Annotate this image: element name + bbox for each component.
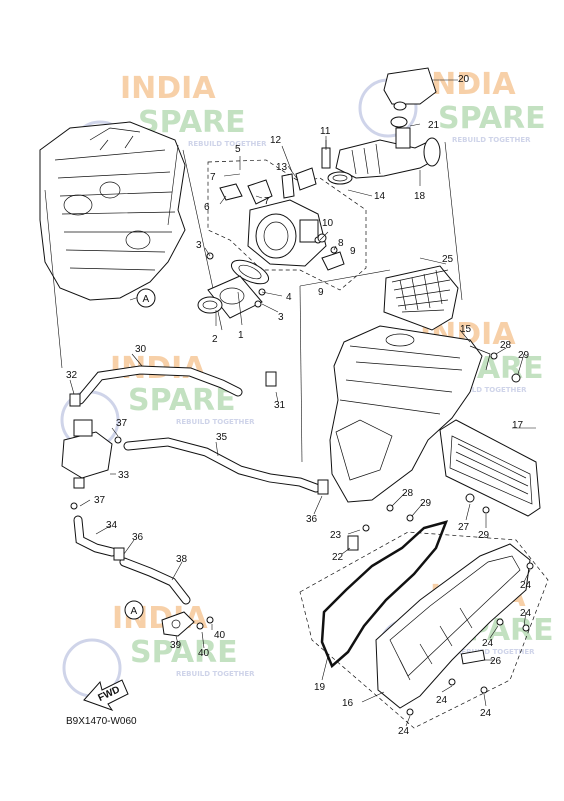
callout-1: 1 (238, 330, 244, 341)
callout-24: 24 (436, 695, 448, 706)
watermark-brand-line2: SPARE (130, 635, 238, 670)
watermark-tagline: REBUILD TOGETHER (176, 418, 255, 426)
callout-labels: 1 2 3 3 4 5 6 7 7 8 9 9 10 11 12 13 14 1… (66, 74, 532, 737)
callout-27: 27 (458, 522, 470, 533)
watermark-brand-line1: INDIA (420, 67, 516, 102)
callout-37: 37 (116, 418, 128, 429)
throttle-body-drawing (219, 179, 345, 271)
callout-9: 9 (350, 246, 356, 257)
callout-19: 19 (314, 682, 326, 693)
watermark-top-right: INDIA SPARE REBUILD TOGETHER (420, 67, 546, 144)
callout-36: 36 (132, 532, 144, 543)
ref-marker-label: A (143, 294, 150, 305)
intake-duct-drawing (327, 67, 441, 185)
watermark-tagline: REBUILD TOGETHER (188, 140, 267, 148)
watermark-tagline: REBUILD TOGETHER (176, 670, 255, 678)
lower-case-drawing (375, 543, 531, 709)
callout-34: 34 (106, 520, 118, 531)
callout-4: 4 (286, 292, 292, 303)
callout-32: 32 (66, 370, 78, 381)
callout-24: 24 (398, 726, 410, 737)
callout-25: 25 (442, 254, 454, 265)
breather-hose-drawing (69, 365, 329, 605)
callout-40: 40 (198, 648, 210, 659)
callout-36: 36 (306, 514, 318, 525)
callout-3: 3 (278, 312, 284, 323)
callout-12: 12 (270, 135, 282, 146)
watermark-tagline: REBUILD TOGETHER (456, 648, 535, 656)
callout-39: 39 (170, 640, 182, 651)
callout-23: 23 (330, 530, 342, 541)
callout-10: 10 (322, 218, 334, 229)
filter-cover-plate-drawing (439, 419, 541, 517)
bracket-drawing (161, 611, 214, 637)
callout-24: 24 (480, 708, 492, 719)
watermark-brand-line2: SPARE (128, 383, 236, 418)
cylinder-head-drawing (39, 121, 186, 301)
seal-drawing (320, 520, 449, 669)
air-valve-drawing (61, 419, 122, 510)
callout-20: 20 (458, 74, 470, 85)
callout-40: 40 (214, 630, 226, 641)
ref-marker-a-bottom: A (124, 600, 144, 620)
sensor-parts-drawing (281, 140, 331, 243)
callout-33: 33 (118, 470, 130, 481)
air-filter-element-drawing (383, 265, 459, 331)
watermark-tagline: REBUILD TOGETHER (452, 136, 531, 144)
ref-marker-label: A (131, 606, 138, 617)
callout-29: 29 (478, 530, 490, 541)
diagram-code: B9X1470-W060 (66, 716, 137, 727)
callout-28: 28 (402, 488, 414, 499)
watermark-tagline: REBUILD TOGETHER (448, 386, 527, 394)
callout-9: 9 (318, 287, 324, 298)
callout-11: 11 (320, 126, 331, 137)
callout-8: 8 (338, 238, 344, 249)
callout-38: 38 (176, 554, 188, 565)
callout-16: 16 (342, 698, 354, 709)
case-group-outline (299, 531, 549, 729)
callout-17: 17 (512, 420, 524, 431)
fasteners-drawing (347, 352, 534, 716)
callout-5: 5 (235, 144, 241, 155)
callout-21: 21 (428, 120, 440, 131)
callout-29: 29 (518, 350, 530, 361)
throttle-group-outline (207, 159, 367, 291)
watermark-brand-line2: SPARE (438, 101, 546, 136)
callout-30: 30 (135, 344, 147, 355)
callout-29: 29 (420, 498, 432, 509)
callout-37: 37 (94, 495, 106, 506)
leader-lines (69, 79, 536, 727)
callout-7: 7 (264, 196, 270, 207)
callout-24: 24 (520, 608, 532, 619)
callout-14: 14 (374, 191, 386, 202)
watermark-top: INDIA SPARE REBUILD TOGETHER (120, 71, 267, 148)
watermark-brand-line1: INDIA (120, 71, 216, 106)
intake-joint-drawing (197, 252, 270, 319)
callout-18: 18 (414, 191, 426, 202)
callout-6: 6 (204, 202, 210, 213)
callout-28: 28 (500, 340, 512, 351)
callout-15: 15 (460, 324, 472, 335)
callout-22: 22 (332, 552, 344, 563)
callout-24: 24 (520, 580, 532, 591)
callout-31: 31 (274, 400, 286, 411)
callout-2: 2 (212, 334, 218, 345)
callout-24: 24 (482, 638, 494, 649)
air-box-drawing (329, 325, 491, 503)
callout-13: 13 (276, 162, 288, 173)
callout-3: 3 (196, 240, 202, 251)
forward-arrow-icon: FWD (83, 679, 129, 711)
watermark-bottom-left: INDIA SPARE REBUILD TOGETHER (112, 601, 255, 678)
callout-26: 26 (490, 656, 502, 667)
callout-35: 35 (216, 432, 228, 443)
ref-marker-a-top: A (136, 288, 156, 308)
callout-7: 7 (210, 172, 216, 183)
